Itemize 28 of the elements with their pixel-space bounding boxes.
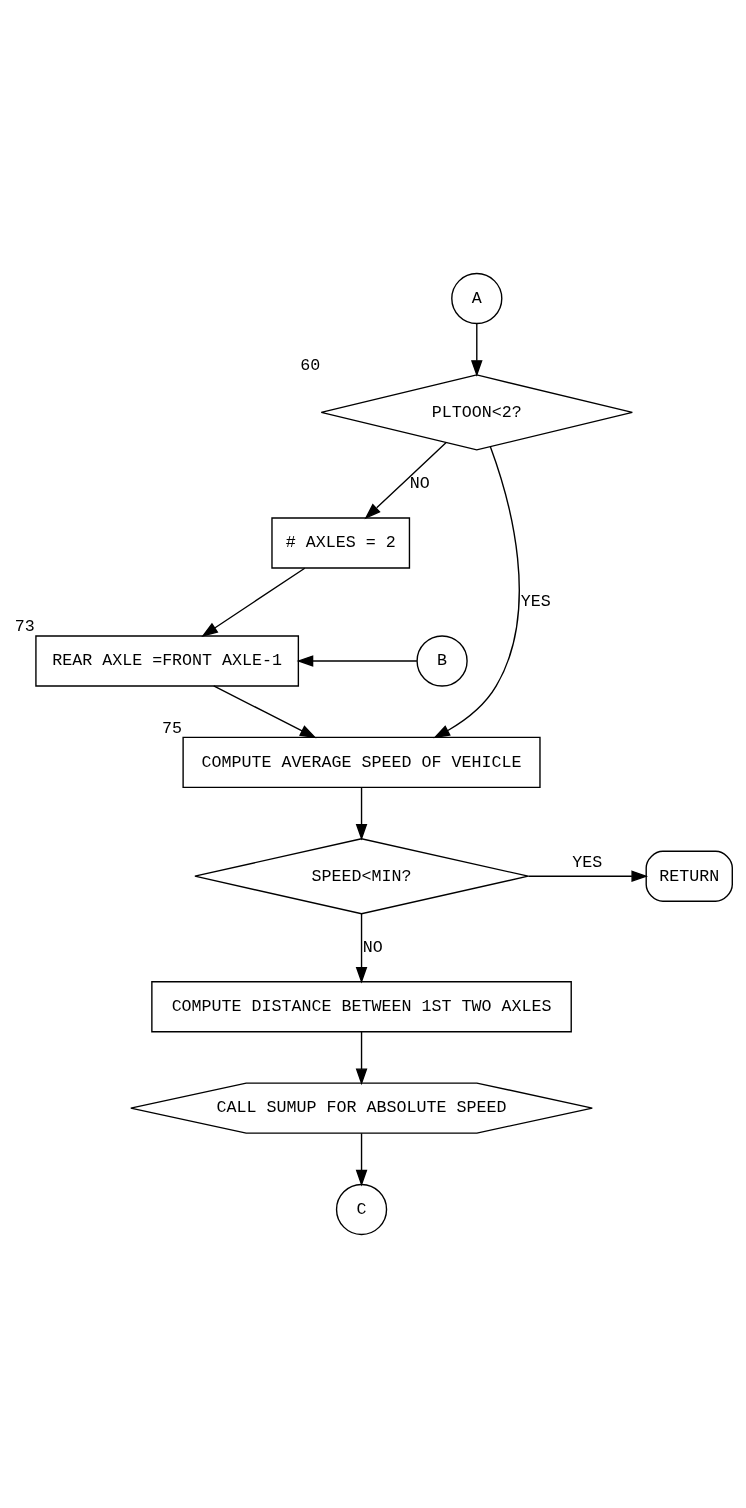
node-box: REAR AXLE =FRONT AXLE-1	[35, 635, 300, 687]
node-label: 60	[300, 356, 321, 376]
node-box: COMPUTE AVERAGE SPEED OF VEHICLE	[182, 736, 541, 789]
arrow	[355, 1031, 368, 1086]
edge-label: YES	[520, 592, 551, 612]
arrow	[213, 685, 317, 739]
node-circle: C	[335, 1183, 388, 1236]
node-label: 73	[14, 617, 35, 637]
node-box: RETURN	[645, 850, 733, 902]
arrow	[364, 442, 447, 520]
node-label: 75	[162, 718, 182, 738]
arrow	[355, 1132, 368, 1187]
arrow	[470, 323, 483, 377]
edge-label: NO	[362, 938, 383, 958]
edge-label: NO	[409, 474, 430, 494]
node-diamond: SPEED<MIN?	[194, 838, 529, 915]
arrow	[433, 446, 520, 739]
node-box: # AXLES = 2	[271, 517, 411, 569]
arrow	[355, 787, 368, 841]
arrow	[527, 870, 649, 883]
node-box: COMPUTE DISTANCE BETWEEN 1ST TWO AXLES	[151, 981, 572, 1033]
node-circle: A	[451, 272, 503, 325]
edge-label: YES	[572, 853, 603, 873]
arrow	[201, 567, 306, 637]
node-circle: B	[416, 635, 468, 687]
node-diamond: PLTOON<2?	[320, 374, 633, 451]
arrow	[296, 655, 418, 667]
arrow	[355, 913, 368, 984]
